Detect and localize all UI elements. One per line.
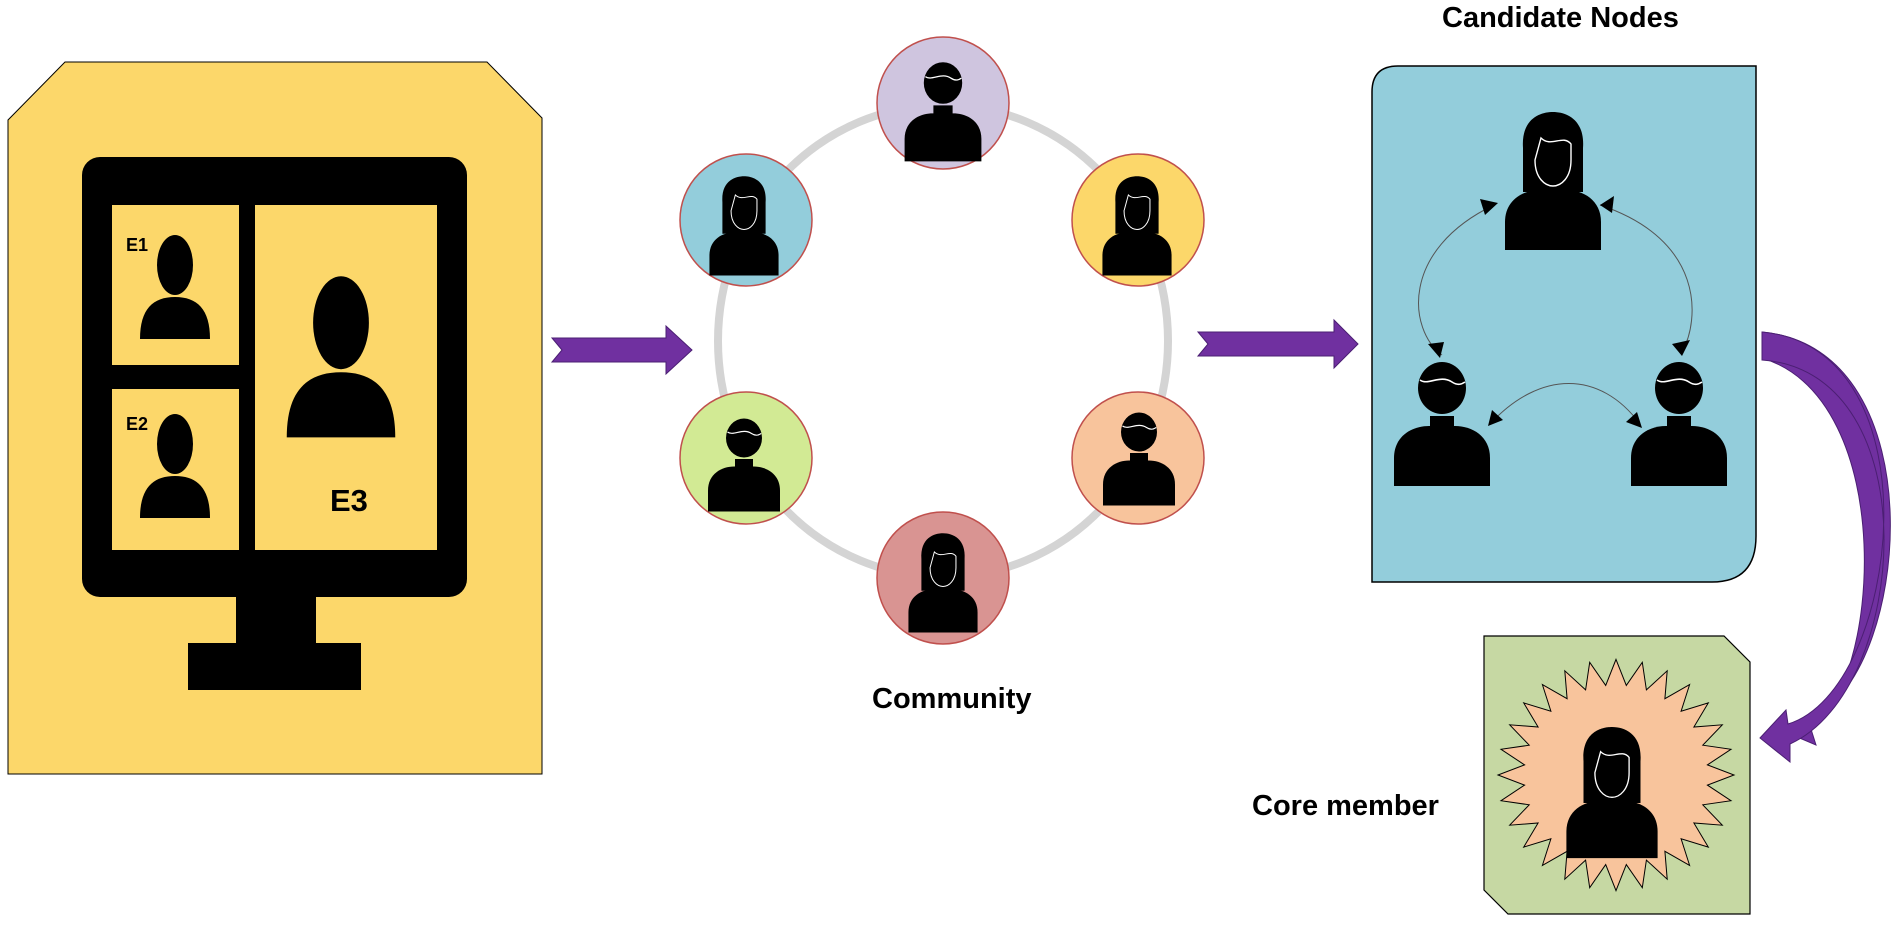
- core-member-label: Core member: [1252, 790, 1439, 822]
- community-node-top: [876, 36, 1010, 170]
- arrow-panel-to-community: [550, 324, 693, 376]
- community-node-lower-left: [679, 391, 813, 525]
- candidate-nodes-title: Candidate Nodes: [1442, 2, 1679, 34]
- link-top-to-right: [1599, 204, 1693, 353]
- monitor-icon: [82, 157, 467, 690]
- arrow-candidates-to-core: [1761, 331, 1891, 746]
- community-node-bottom: [876, 511, 1010, 645]
- arrow-community-to-candidates: [1196, 318, 1359, 370]
- candidate-nodes-panel: [1371, 65, 1757, 583]
- community-label: Community: [872, 683, 1032, 715]
- community-node-upper-right: [1071, 153, 1205, 287]
- online-meeting-panel: [7, 61, 543, 775]
- link-left-to-right: [1489, 383, 1641, 425]
- participant-e2-label: E2: [126, 414, 149, 434]
- community-node-upper-left: [679, 153, 813, 287]
- community-ring: [679, 36, 1205, 645]
- arrow-candidates-to-core-head: [1759, 331, 1885, 764]
- community-node-lower-right: [1071, 391, 1205, 525]
- link-top-to-left: [1418, 204, 1495, 356]
- core-member-panel: [1483, 635, 1751, 915]
- participant-e1-label: E1: [126, 235, 149, 255]
- participant-e3-label: E3: [330, 483, 368, 518]
